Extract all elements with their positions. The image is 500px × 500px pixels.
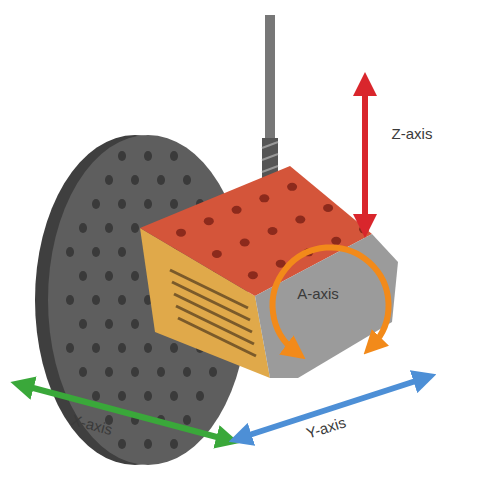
- tool-shank: [265, 15, 275, 140]
- a-arrow: [273, 247, 389, 352]
- x-arrow: [22, 385, 228, 440]
- z-arrow: [362, 84, 368, 226]
- end-face: [255, 234, 398, 378]
- axis-label: A-axis: [297, 285, 339, 303]
- axis-label: Z-axis: [392, 125, 433, 143]
